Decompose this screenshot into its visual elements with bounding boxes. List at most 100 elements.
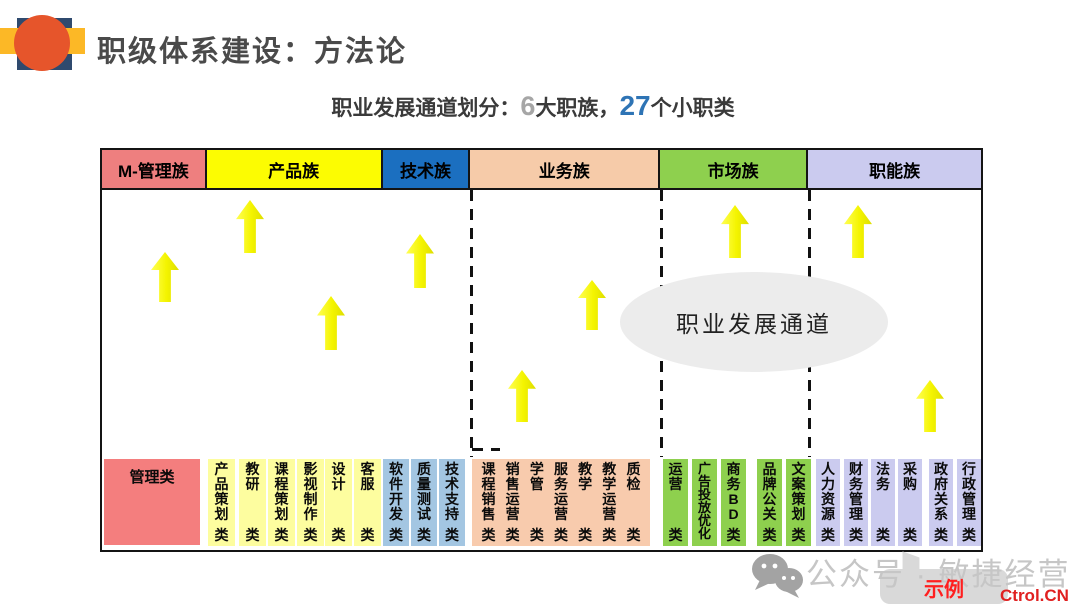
category-business-6: 教学运营类: [602, 462, 617, 543]
category-label: 政府关系: [934, 461, 948, 522]
category-suffix: 类: [360, 527, 375, 543]
category-label: 销售运营: [505, 461, 520, 522]
subtitle-category-text: 个小职类: [650, 97, 735, 120]
category-suffix: 类: [274, 527, 289, 543]
category-suffix: 类: [505, 527, 520, 543]
category-market-5: 文案策划类: [786, 459, 811, 546]
category-label: 商务BD: [726, 461, 741, 522]
category-business-5: 教学类: [578, 462, 593, 543]
category-label: 学管: [529, 461, 544, 492]
category-suffix: 类: [245, 527, 260, 543]
up-arrow-icon-6: [578, 280, 606, 330]
up-arrow-icon-8: [844, 205, 872, 258]
category-row: 管理类 课程销售类销售运营类学管类服务运营类教学类教学运营类质检类 产品策划类教…: [102, 457, 981, 548]
category-label: 文案策划: [791, 461, 806, 522]
category-suffix: 类: [417, 527, 431, 543]
dashed-divider-tech-business: [470, 190, 473, 457]
category-product-2: 教研类: [239, 459, 266, 546]
family-header-business: 业务族: [470, 150, 661, 188]
category-label: 教学运营: [602, 461, 617, 522]
wechat-icon: [750, 551, 804, 604]
family-header-management: M-管理族: [102, 150, 207, 188]
category-suffix: 类: [762, 527, 777, 543]
category-suffix: 类: [303, 527, 318, 543]
subtitle-prefix: 职业发展通道划分：: [331, 97, 521, 120]
category-label: 人力资源: [821, 461, 835, 522]
category-label: 产品策划: [214, 461, 229, 522]
category-product-3: 课程策划类: [268, 459, 295, 546]
category-label: 课程策划: [274, 461, 289, 522]
category-function-5: 政府关系类: [929, 459, 953, 546]
family-header-row: M-管理族产品族技术族业务族市场族职能族: [102, 150, 981, 190]
category-product-1: 产品策划类: [208, 459, 235, 546]
sample-bubble: [880, 569, 1008, 604]
sample-label: 示例: [924, 579, 964, 601]
family-count: 6: [520, 91, 536, 121]
category-function-4: 采购类: [898, 459, 922, 546]
category-business-1: 课程销售类: [481, 462, 496, 543]
category-tech-2: 质量测试类: [411, 459, 437, 546]
category-function-3: 法务类: [871, 459, 895, 546]
category-function-1: 人力资源类: [816, 459, 840, 546]
category-label: 广告投放优化: [697, 461, 711, 541]
category-label: 教研: [245, 461, 260, 492]
category-suffix: 类: [821, 527, 835, 543]
category-suffix: 类: [578, 527, 593, 543]
category-label: 质量测试: [417, 461, 431, 522]
category-product-6: 客服类: [354, 459, 381, 546]
category-suffix: 类: [726, 527, 741, 543]
category-business-2: 销售运营类: [505, 462, 520, 543]
up-arrow-icon-1: [151, 252, 179, 302]
category-count: 27: [619, 90, 651, 121]
category-suffix: 类: [903, 527, 917, 543]
category-label: 采购: [903, 461, 917, 492]
up-arrow-icon-9: [916, 380, 944, 432]
category-management: 管理类: [104, 459, 200, 545]
category-tech-1: 软件开发类: [383, 459, 409, 546]
category-suffix: 类: [876, 527, 890, 543]
category-business-4: 服务运营类: [553, 462, 568, 543]
category-suffix: 类: [553, 527, 568, 543]
category-label: 软件开发: [389, 461, 403, 522]
up-arrow-icon-4: [406, 234, 434, 288]
category-label: 行政管理: [962, 461, 976, 522]
category-label: 服务运营: [553, 461, 568, 522]
category-market-3: 商务BD 类: [721, 459, 746, 546]
category-label: 运营: [668, 461, 683, 492]
category-suffix: 类: [602, 527, 617, 543]
category-suffix: 类: [331, 527, 346, 543]
category-suffix: 类: [962, 527, 976, 543]
family-header-function: 职能族: [808, 150, 981, 188]
up-arrow-icon-7: [721, 205, 749, 258]
subtitle: 职业发展通道划分：6大职族，27个小职类: [0, 90, 1066, 122]
up-arrow-icon-3: [317, 296, 345, 350]
category-label: 教学: [578, 461, 593, 492]
category-suffix: 类: [849, 527, 863, 543]
category-label: 课程销售: [481, 461, 496, 522]
category-group-business: 课程销售类销售运营类学管类服务运营类教学类教学运营类质检类: [472, 459, 650, 546]
site-watermark: Ctrol.CN: [1000, 586, 1069, 605]
category-label: 质检: [626, 461, 641, 492]
category-function-6: 行政管理类: [957, 459, 981, 546]
category-business-7: 质检类: [626, 462, 641, 543]
family-header-tech: 技术族: [382, 150, 471, 188]
logo-circle-shape: [14, 15, 70, 71]
family-header-market: 市场族: [660, 150, 809, 188]
career-channel-ellipse: 职业发展通道: [620, 272, 888, 372]
category-suffix: 类: [529, 527, 544, 543]
category-market-2: 广告投放优化: [692, 459, 717, 546]
category-suffix: 类: [791, 527, 806, 543]
category-label: 客服: [360, 461, 375, 492]
category-suffix: 类: [626, 527, 641, 543]
category-suffix: 类: [445, 527, 459, 543]
category-business-3: 学管类: [529, 462, 544, 543]
career-channel-label: 职业发展通道: [676, 311, 832, 337]
category-product-4: 影视制作类: [297, 459, 324, 546]
category-label: 技术支持: [445, 461, 459, 522]
subtitle-family-text: 大职族，: [535, 97, 620, 120]
logo: [0, 8, 100, 86]
category-management-label: 管理类: [129, 469, 175, 486]
category-market-4: 品牌公关类: [757, 459, 782, 546]
category-label: 品牌公关: [762, 461, 777, 522]
category-suffix: 类: [481, 527, 496, 543]
